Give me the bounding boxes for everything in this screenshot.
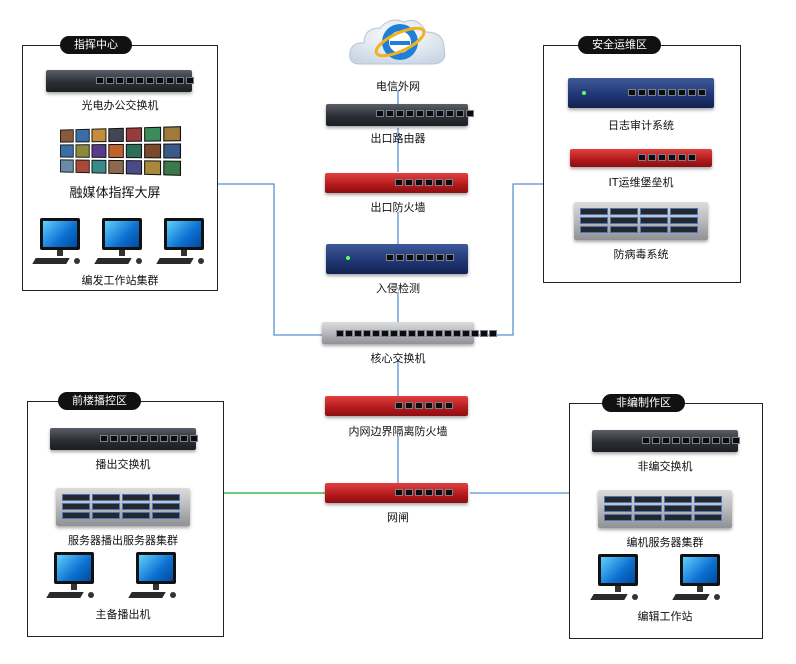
editing-server-cluster[interactable] [598, 490, 732, 528]
ie-cloud-icon [349, 19, 446, 65]
broadcast-switch-device[interactable] [50, 428, 198, 450]
internet-label: 电信外网 [376, 80, 420, 93]
broadcast-server-cluster[interactable] [56, 488, 190, 526]
bastion-label: IT运维堡垒机 [608, 176, 674, 189]
gateway-label: 网闸 [387, 511, 409, 524]
exit-firewall-device[interactable] [325, 173, 468, 193]
log-audit-device[interactable] [568, 78, 714, 108]
core-switch-label: 核心交换机 [370, 352, 426, 365]
zone-command-title: 指挥中心 [60, 36, 132, 54]
zone-security-title: 安全运维区 [578, 36, 661, 54]
video-wall [60, 126, 182, 176]
editing-switch-label: 非编交换机 [637, 460, 693, 473]
editing-switch-device[interactable] [592, 430, 740, 452]
gateway-device[interactable] [325, 483, 468, 503]
router-label: 出口路由器 [370, 132, 426, 145]
broadcast-switch-label: 播出交换机 [95, 458, 151, 471]
inner-firewall-label: 内网边界隔离防火墙 [348, 425, 448, 438]
antivirus-server[interactable] [574, 202, 708, 240]
link-security-core [474, 183, 543, 336]
exit-firewall-label: 出口防火墙 [370, 201, 426, 214]
log-audit-label: 日志审计系统 [608, 119, 674, 132]
ids-device[interactable] [326, 244, 468, 274]
editing-workstation-label: 编辑工作站 [637, 610, 693, 623]
router-device[interactable] [326, 104, 474, 126]
antivirus-label: 防病毒系统 [613, 248, 669, 261]
broadcast-server-label: 服务器播出服务器集群 [68, 534, 178, 547]
inner-firewall-device[interactable] [325, 396, 468, 416]
core-switch-device[interactable] [322, 322, 497, 344]
zone-nonlinear-title: 非编制作区 [602, 394, 685, 412]
internet-cloud [346, 10, 450, 70]
office-switch-label: 光电办公交换机 [81, 99, 159, 112]
playout-machines-label: 主备播出机 [95, 608, 151, 621]
office-switch-device[interactable] [46, 70, 194, 92]
video-wall-label: 融媒体指挥大屏 [69, 186, 161, 201]
bastion-device[interactable] [570, 149, 712, 167]
zone-broadcast-title: 前楼播控区 [58, 392, 141, 410]
editing-server-label: 编机服务器集群 [626, 536, 704, 549]
workstation-cluster-label: 编发工作站集群 [81, 274, 159, 287]
ids-label: 入侵检测 [376, 282, 420, 295]
link-command-core [216, 183, 322, 336]
